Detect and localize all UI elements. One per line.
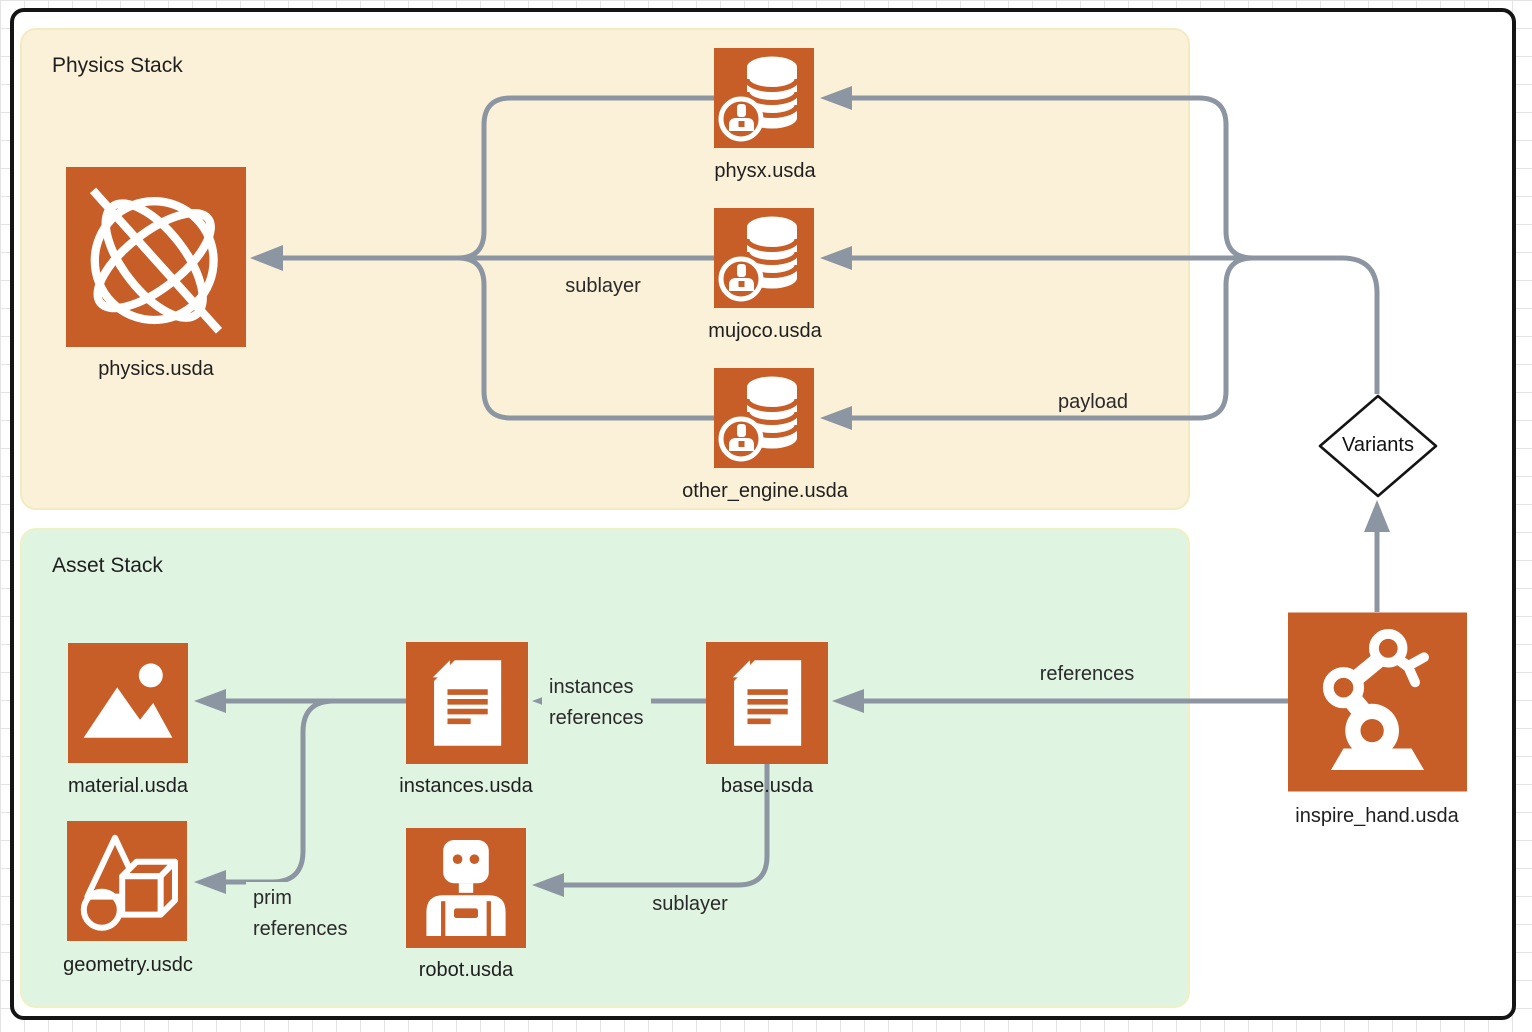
node-label-material: material.usda (67, 775, 189, 797)
edge-label-payload: payload (1050, 390, 1136, 415)
node-label-robot: robot.usda (418, 959, 514, 981)
edge-label-prim-line1: prim (253, 887, 292, 909)
asset-stack-group: Asset Stack (20, 528, 1190, 1008)
document-icon (706, 642, 828, 764)
edge-label-sublayer-asset: sublayer (645, 892, 735, 917)
edge-label-prim-line2: references (253, 918, 348, 940)
database-user-icon (714, 208, 814, 308)
asset-stack-title: Asset Stack (52, 554, 163, 577)
image-icon (67, 643, 189, 763)
shapes-icon (67, 821, 187, 941)
variants-label: Variants (1342, 434, 1414, 456)
database-user-icon (714, 48, 814, 148)
node-label-inspire-hand: inspire_hand.usda (1295, 805, 1459, 827)
edge-label-sublayer-physics: sublayer (558, 274, 648, 299)
node-label-geometry: geometry.usdc (63, 954, 193, 976)
node-label-base: base.usda (720, 775, 814, 797)
robot-icon (406, 828, 526, 948)
edge-label-prim-references: prim references (246, 882, 355, 946)
node-label-physics: physics.usda (98, 358, 214, 380)
node-label-other-engine: other_engine.usda (682, 480, 848, 502)
gyroscope-icon (66, 167, 246, 347)
edge-label-references: references (1032, 662, 1142, 687)
node-label-instances: instances.usda (399, 775, 533, 797)
variants-diamond (1318, 394, 1438, 498)
node-label-mujoco: mujoco.usda (708, 320, 822, 342)
edge-label-instances-references: instances references (542, 671, 651, 735)
document-icon (406, 642, 528, 764)
node-label-physx: physx.usda (714, 160, 816, 182)
physics-stack-title: Physics Stack (52, 54, 183, 77)
edge-label-instances-line2: references (549, 707, 644, 729)
database-user-icon (714, 368, 814, 468)
robot-arm-icon (1288, 612, 1467, 792)
edge-label-instances-line1: instances (549, 676, 634, 698)
